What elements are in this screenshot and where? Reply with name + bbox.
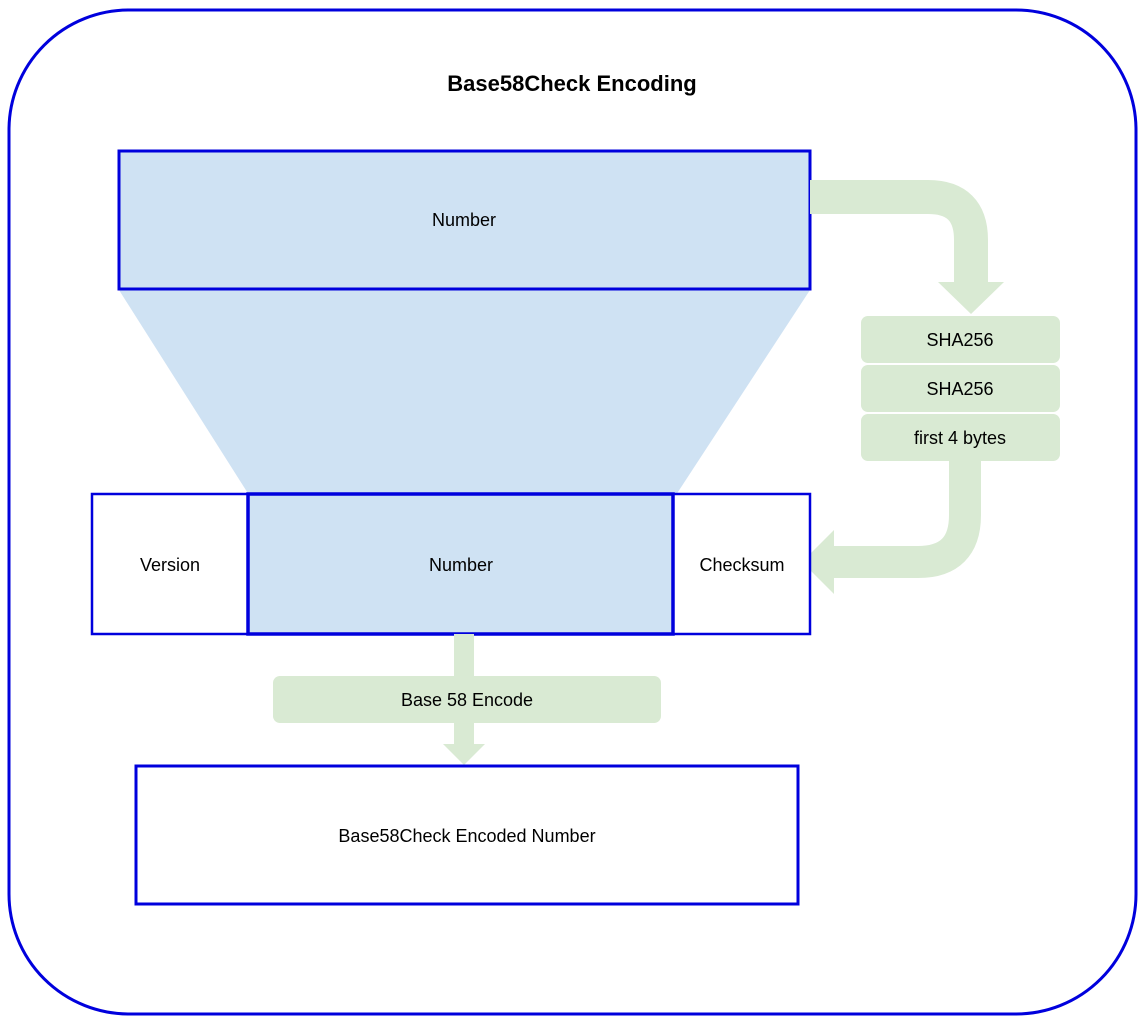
arrow-to-hash: [810, 180, 1004, 314]
first-4-bytes-step: [861, 414, 1060, 461]
sha256-step-2-label: SHA256: [926, 379, 993, 399]
base58-encode-label: Base 58 Encode: [401, 690, 533, 710]
arrow-to-checksum-shaft: [832, 461, 981, 578]
arrow-to-checksum-head: [802, 530, 834, 594]
first-4-bytes-label: first 4 bytes: [914, 428, 1006, 448]
base58-encode-step: [273, 676, 661, 723]
hash-steps: SHA256 SHA256 first 4 bytes: [861, 316, 1060, 461]
encoded-output-label: Base58Check Encoded Number: [338, 826, 595, 846]
number-input-label: Number: [432, 210, 496, 230]
checksum-label: Checksum: [699, 555, 784, 575]
arrow-to-hash-shaft: [810, 180, 988, 284]
number-input-box-rect: [117, 149, 812, 291]
number-segment-label: Number: [429, 555, 493, 575]
base58-encode-arrow: Base 58 Encode: [273, 634, 661, 765]
version-label: Version: [140, 555, 200, 575]
encode-arrow-head: [443, 744, 485, 765]
sha256-step-1-label: SHA256: [926, 330, 993, 350]
sha256-step-2: [861, 365, 1060, 412]
arrow-to-hash-head: [938, 282, 1004, 314]
diagram-title: Base58Check Encoding: [447, 71, 696, 96]
encoded-output-box: Base58Check Encoded Number: [134, 764, 800, 906]
payload-row: Version Number Checksum: [90, 492, 812, 636]
sha256-step-1: [861, 316, 1060, 363]
encoded-output-rect: [134, 764, 800, 906]
arrow-to-checksum: [802, 461, 981, 594]
number-segment: [246, 492, 675, 636]
number-input-box: Number: [117, 149, 812, 291]
number-funnel: [119, 290, 810, 495]
